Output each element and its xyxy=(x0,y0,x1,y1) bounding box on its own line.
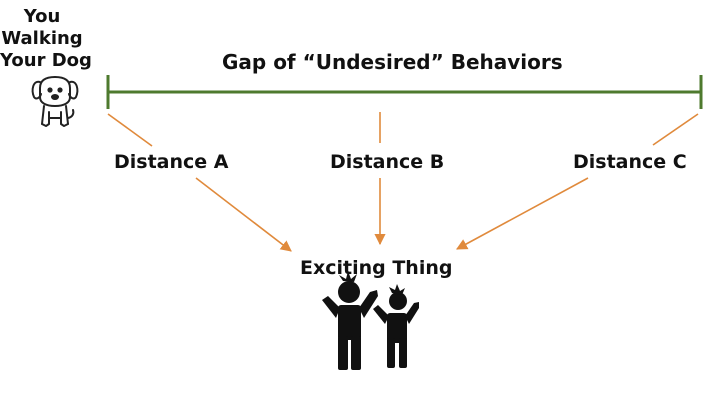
excited-people-icon xyxy=(322,271,419,370)
you-label-line-1: You xyxy=(23,6,61,27)
you-label-line-2: Walking xyxy=(1,28,83,49)
gap-bracket xyxy=(106,75,703,109)
gap-label: Gap of “Undesired” Behaviors xyxy=(222,50,563,74)
dog-icon xyxy=(31,76,79,127)
distance-c-arrow xyxy=(456,113,699,250)
distance-c-label: Distance C xyxy=(573,151,687,173)
you-label-line-3: Your Dog xyxy=(0,50,92,71)
exciting-thing-label: Exciting Thing xyxy=(300,257,453,279)
distance-a-label: Distance A xyxy=(114,151,229,173)
distance-b-label: Distance B xyxy=(330,151,445,173)
distance-a-arrow xyxy=(107,113,292,252)
you-walking-your-dog-label: You Walking Your Dog xyxy=(0,6,92,72)
